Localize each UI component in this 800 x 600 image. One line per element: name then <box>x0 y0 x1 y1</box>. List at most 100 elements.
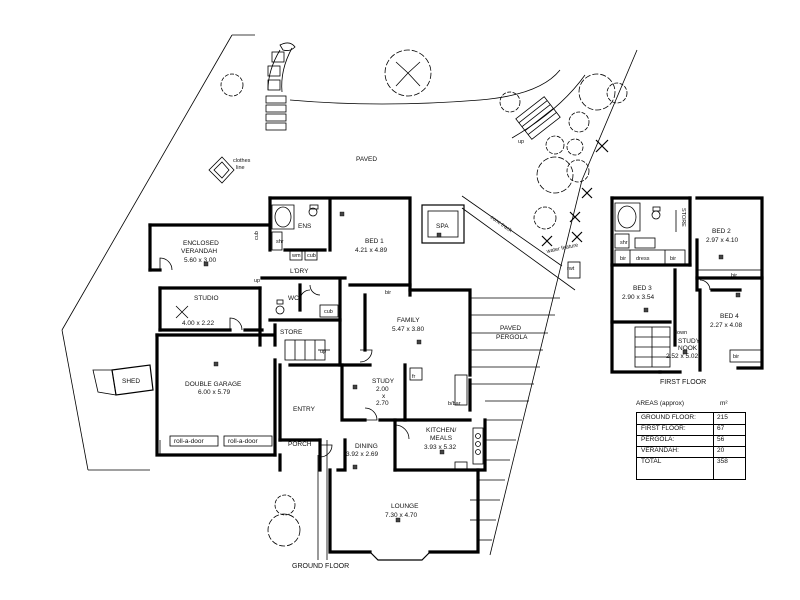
fixture-up-label: up <box>254 278 260 284</box>
areas-row-value: 215 <box>717 414 728 421</box>
shrub-icon <box>541 139 609 247</box>
room-porch-label: PORCH <box>288 441 312 448</box>
ff-fixture-bir1-label: bir <box>620 256 626 262</box>
room-study-dims-2: x <box>382 393 386 400</box>
room-study-dims-1: 2.00 <box>376 386 389 393</box>
room-bed4-dims: 2.27 x 4.08 <box>710 322 743 329</box>
room-study-nook-label: STUDY <box>678 338 701 345</box>
conc-track-label: conc track <box>489 215 513 234</box>
paved-label: PAVED <box>356 156 377 163</box>
room-lounge-dims: 7.30 x 4.70 <box>385 512 418 519</box>
stepping-stones <box>265 42 296 131</box>
areas-row-value: 358 <box>717 458 728 465</box>
ff-fixture-bir2-label: bir <box>670 256 676 262</box>
room-bed1-label: BED 1 <box>365 238 384 245</box>
fixture-wm-label: wm <box>291 253 301 259</box>
room-entry-label: ENTRY <box>293 406 316 413</box>
areas-row-value: 20 <box>717 447 725 454</box>
room-studio-dims: 4.00 x 2.22 <box>182 320 215 327</box>
areas-row-value: 56 <box>717 436 725 443</box>
fixture-cub3-label: cub <box>324 309 333 315</box>
room-bed3-dims: 2.90 x 3.54 <box>622 294 655 301</box>
paved-pergola-label: PAVED <box>500 325 521 332</box>
areas-row-value: 67 <box>717 425 725 432</box>
areas-row-name: TOTAL <box>641 458 662 465</box>
room-double-garage-dims: 6.00 x 5.79 <box>198 389 231 396</box>
clothes-line-icon <box>208 156 235 184</box>
ff-fixture-bir3-label: bir <box>731 273 737 279</box>
areas-row-name: GROUND FLOOR: <box>641 414 696 421</box>
areas-unit: m² <box>720 400 728 407</box>
ff-fixture-shr-label: shr <box>620 240 628 246</box>
areas-row: GROUND FLOOR: 215 <box>637 413 745 425</box>
room-study-dims-3: 2.70 <box>376 400 389 407</box>
conc-track-edge-2 <box>461 207 576 291</box>
areas-row-name: VERANDAH: <box>641 447 679 454</box>
room-study-nook-dims: 2.52 x 5.02 <box>666 353 699 360</box>
room-studio-label: STUDIO <box>194 295 219 302</box>
room-spa-label: SPA <box>436 223 449 230</box>
room-double-garage-label: DOUBLE GARAGE <box>185 381 242 388</box>
areas-table-box: GROUND FLOOR: 215 FIRST FLOOR: 67 PERGOL… <box>636 412 746 480</box>
shed <box>92 364 154 396</box>
site-boundary <box>61 34 638 556</box>
clothes-line-label-1: clothes <box>233 158 251 164</box>
areas-row: FIRST FLOOR: 67 <box>637 424 745 436</box>
room-ldry-label: L'DRY <box>290 268 309 275</box>
first-floor-caption: FIRST FLOOR <box>660 379 706 386</box>
roll-a-door-label-1: roll-a-door <box>174 438 204 445</box>
room-kitchen-label: KITCHEN/ <box>426 427 457 434</box>
room-bed4-label: BED 4 <box>720 313 739 320</box>
room-study-label: STUDY <box>372 378 395 385</box>
conc-track-edge <box>461 195 563 267</box>
room-dining-label: DINING <box>355 443 378 450</box>
ground-floor-fixtures <box>175 204 560 541</box>
ff-fixture-bir4-label: bir <box>733 354 739 360</box>
shed-label: SHED <box>122 378 140 385</box>
fixture-cub2-label: cub <box>254 231 260 240</box>
site-up-label: up <box>518 139 524 145</box>
first-floor-walls <box>610 196 764 374</box>
room-bed2-dims: 2.97 x 4.10 <box>706 237 739 244</box>
room-enclosed-verandah-dims: 5.60 x 3.00 <box>184 257 217 264</box>
garden-steps <box>515 96 561 140</box>
first-floor-fixtures <box>614 202 763 368</box>
rwt-label: rwt <box>567 266 575 272</box>
rainwater-tank <box>567 261 581 279</box>
room-ff-store-label: STORE <box>680 208 686 227</box>
areas-row-total: TOTAL 358 <box>637 457 745 468</box>
fixture-cub-label: cub <box>307 253 316 259</box>
areas-row: VERANDAH: 20 <box>637 446 745 458</box>
ground-floor-caption: GROUND FLOOR <box>292 563 349 570</box>
garden-path-edge-2 <box>511 74 586 139</box>
fixture-shr-label: shr <box>276 239 284 245</box>
fixture-bir-label: bir <box>385 290 391 296</box>
room-enclosed-verandah-label: ENCLOSED <box>183 240 219 247</box>
room-dining-dims: 3.92 x 2.69 <box>346 451 379 458</box>
room-family-label: FAMILY <box>397 317 420 324</box>
ff-fixture-down-label: down <box>674 330 687 336</box>
ground-floor-labels: ENCLOSED VERANDAH 5.60 x 3.00 STUDIO 4.0… <box>174 223 528 570</box>
room-enclosed-verandah-label-2: VERANDAH <box>181 248 217 255</box>
room-bed1-dims: 4.21 x 4.89 <box>355 247 388 254</box>
room-lounge-label: LOUNGE <box>391 503 419 510</box>
clothes-line-label-2: line <box>236 165 245 171</box>
fixture-bbar-label: b/bar <box>448 401 461 407</box>
areas-row: PERGOLA: 56 <box>637 435 745 447</box>
garden-path-edge <box>289 69 561 105</box>
ff-fixture-dress-label: dress <box>636 256 650 262</box>
room-kitchen-dims: 3.93 x 5.32 <box>424 444 457 451</box>
room-wc-label: WC <box>288 295 299 302</box>
room-bed3-label: BED 3 <box>633 285 652 292</box>
areas-row-name: FIRST FLOOR: <box>641 425 686 432</box>
areas-title: AREAS (approx) <box>636 400 685 407</box>
paved-pergola-label-2: PERGOLA <box>496 334 528 341</box>
tree-icon <box>220 49 628 547</box>
fixture-up2-label: up <box>320 349 326 355</box>
room-study-nook-label-2: NOOK <box>678 345 698 352</box>
ground-floor-openings <box>159 257 478 521</box>
room-ens-label: ENS <box>298 223 312 230</box>
fixture-fr-label: fr <box>412 374 416 380</box>
roll-a-door-label-2: roll-a-door <box>228 438 258 445</box>
